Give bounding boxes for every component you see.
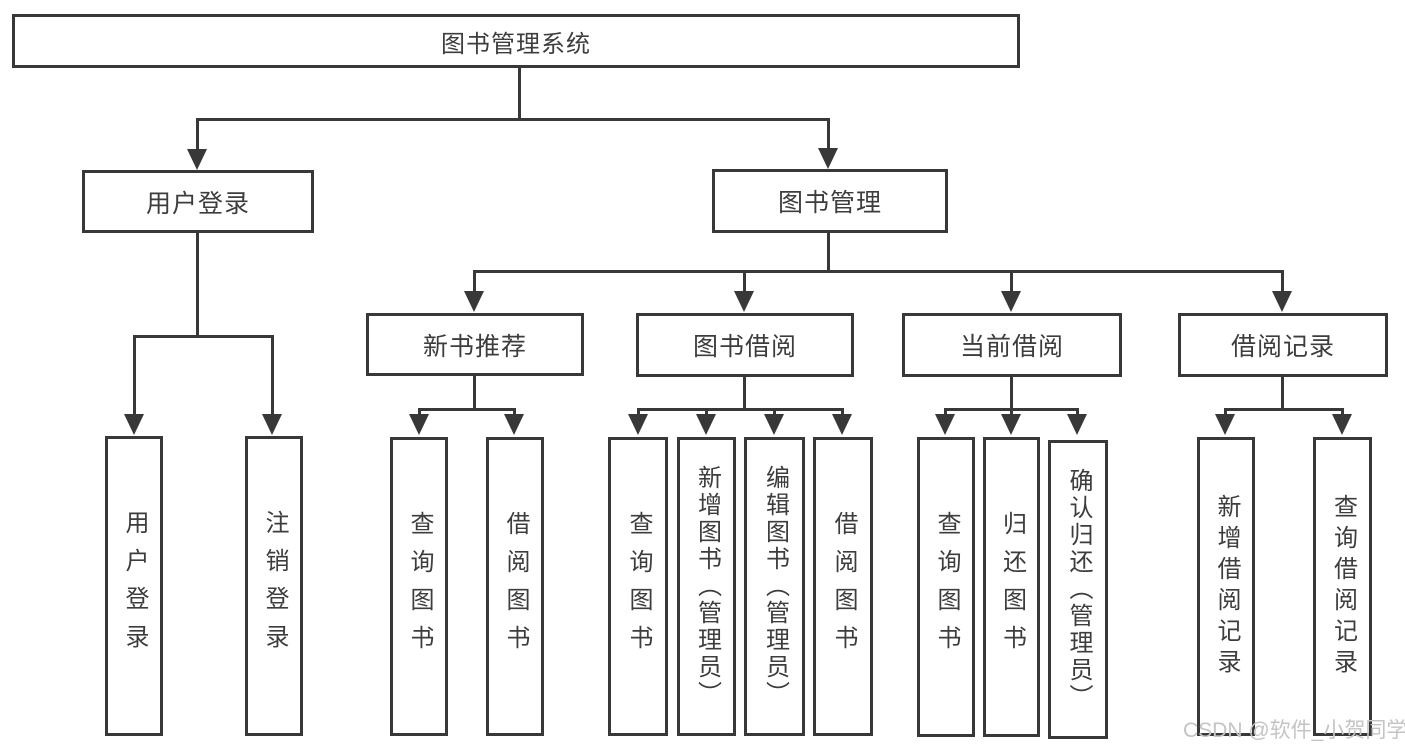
node-new-book-recommendation: 新书推荐 — [366, 313, 584, 376]
connector-line — [133, 335, 274, 338]
node-label: 查询图书 — [933, 511, 960, 663]
node-borrowing-records: 借阅记录 — [1178, 313, 1388, 377]
connector-line — [743, 377, 746, 408]
arrow-down-icon — [1001, 414, 1021, 435]
arrow-down-icon — [1001, 291, 1021, 312]
arrow-down-icon — [409, 414, 429, 435]
connector-line — [1224, 408, 1343, 411]
leaf-add-borrow-record: 新增借阅记录 — [1197, 437, 1255, 736]
connector-line — [743, 270, 746, 293]
node-label: 当前借阅 — [959, 333, 1064, 361]
node-label: 用户登录 — [145, 189, 250, 218]
arrow-down-icon — [464, 291, 484, 312]
arrow-down-icon — [187, 149, 207, 170]
node-label: 新书推荐 — [422, 332, 527, 361]
arrow-down-icon — [734, 291, 754, 312]
arrow-down-icon — [1067, 414, 1087, 435]
node-label: 借阅图书 — [830, 510, 857, 663]
node-label: 新增借阅记录 — [1213, 493, 1240, 680]
node-label: 新增图书（管理员） — [693, 465, 721, 708]
connector-line — [1010, 377, 1013, 408]
leaf-query-books-current: 查询图书 — [917, 437, 975, 737]
leaf-borrow-books-recommend: 借阅图书 — [486, 437, 544, 736]
connector-line — [944, 408, 947, 416]
node-label: 用户登录 — [121, 510, 148, 662]
connector-line — [418, 408, 421, 416]
node-label: 图书借阅 — [692, 333, 797, 361]
connector-line — [705, 408, 708, 416]
connector-line — [196, 233, 199, 335]
connector-line — [1341, 408, 1344, 416]
arrow-down-icon — [1332, 414, 1352, 435]
node-label: 确认归还（管理员） — [1065, 468, 1092, 711]
node-label: 借阅记录 — [1230, 333, 1335, 361]
connector-line — [513, 408, 516, 416]
arrow-down-icon — [1215, 414, 1235, 435]
node-label: 图书管理 — [777, 189, 882, 217]
node-label: 注销登录 — [261, 510, 288, 662]
arrow-down-icon — [262, 414, 282, 435]
connector-line — [841, 408, 844, 416]
connector-line — [1281, 270, 1284, 293]
leaf-edit-books-admin: 编辑图书（管理员） — [744, 437, 805, 736]
node-label: 借阅图书 — [502, 510, 529, 663]
connector-line — [773, 408, 776, 416]
connector-line — [1281, 377, 1284, 408]
leaf-confirm-return-admin: 确认归还（管理员） — [1048, 440, 1108, 739]
arrow-down-icon — [935, 414, 955, 435]
connector-line — [827, 233, 830, 270]
connector-line — [473, 270, 476, 293]
node-book-management: 图书管理 — [712, 169, 948, 233]
node-label: 查询图书 — [406, 510, 433, 663]
node-label: 查询借阅记录 — [1329, 493, 1357, 680]
connector-line — [473, 270, 1284, 273]
leaf-borrow-books-borrowing: 借阅图书 — [813, 437, 873, 736]
connector-line — [1010, 408, 1013, 416]
connector-line — [518, 68, 521, 118]
node-label: 编辑图书（管理员） — [761, 465, 789, 708]
node-book-borrowing: 图书借阅 — [636, 313, 854, 377]
arrow-down-icon — [504, 414, 524, 435]
leaf-query-books-borrowing: 查询图书 — [608, 437, 668, 736]
leaf-user-login: 用户登录 — [105, 436, 163, 736]
csdn-watermark: CSDN @软件_小贺同学 — [1183, 719, 1405, 742]
leaf-return-books: 归还图书 — [983, 437, 1040, 737]
connector-line — [1076, 408, 1079, 416]
node-user-login: 用户登录 — [82, 170, 314, 233]
connector-line — [827, 118, 830, 151]
node-label: 归还图书 — [998, 511, 1026, 663]
leaf-add-books-admin: 新增图书（管理员） — [677, 437, 736, 736]
connector-line — [196, 118, 830, 121]
arrow-down-icon — [696, 414, 716, 435]
arrow-down-icon — [818, 148, 838, 169]
arrow-down-icon — [124, 414, 144, 435]
node-label: 图书管理系统 — [441, 30, 591, 58]
connector-line — [196, 118, 199, 152]
leaf-logout: 注销登录 — [245, 436, 303, 736]
arrow-down-icon — [832, 414, 852, 435]
node-library-management-system: 图书管理系统 — [12, 14, 1020, 68]
connector-line — [133, 335, 136, 416]
node-label: 查询图书 — [625, 510, 652, 663]
arrow-down-icon — [1272, 291, 1292, 312]
connector-line — [418, 408, 516, 411]
connector-line — [1010, 270, 1013, 293]
leaf-query-books-recommend: 查询图书 — [390, 437, 448, 736]
node-current-borrowing: 当前借阅 — [902, 313, 1122, 377]
arrow-down-icon — [764, 414, 784, 435]
connector-line — [637, 408, 844, 411]
connector-line — [637, 408, 640, 416]
connector-line — [1224, 408, 1227, 416]
arrow-down-icon — [628, 414, 648, 435]
connector-line — [473, 376, 476, 408]
connector-line — [271, 335, 274, 416]
leaf-query-borrow-record: 查询借阅记录 — [1313, 437, 1372, 736]
